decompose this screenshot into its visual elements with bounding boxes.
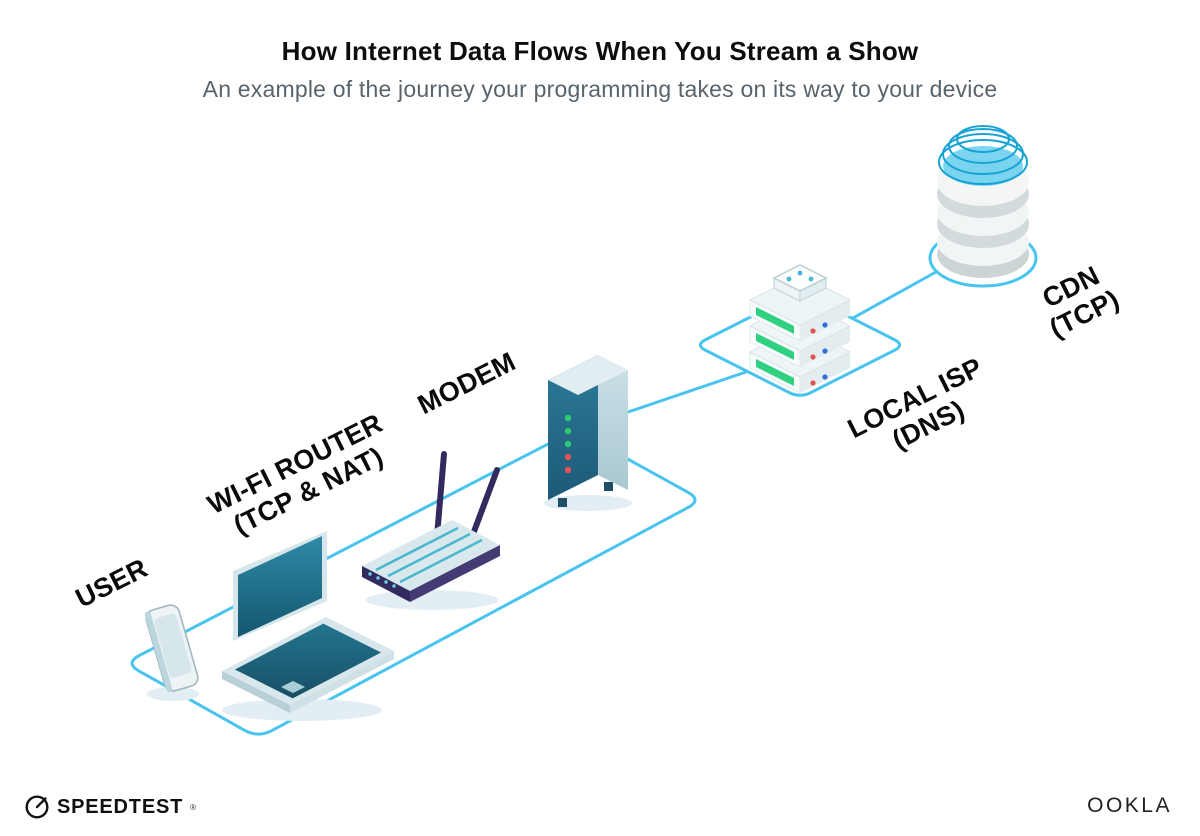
page-title: How Internet Data Flows When You Stream … (281, 36, 919, 66)
smartphone-icon (144, 604, 199, 693)
speedtest-logo: SPEEDTEST ® (24, 794, 196, 820)
page-subtitle: An example of the journey your programmi… (202, 76, 998, 102)
speedtest-trademark: ® (190, 802, 197, 812)
connector-line-isp-cdn (851, 270, 938, 320)
laptop-icon (222, 531, 394, 713)
server-stack-icon (748, 264, 852, 394)
speedtest-wordmark: SPEEDTEST (57, 795, 184, 818)
speedtest-gauge-icon (25, 795, 49, 819)
modem-icon (548, 355, 628, 507)
wifi-router-icon (362, 451, 500, 602)
header: How Internet Data Flows When You Stream … (0, 36, 1200, 103)
ookla-wordmark: OOKLA (1087, 794, 1172, 817)
database-cylinder-icon (937, 125, 1029, 278)
ookla-logo: OOKLA (1087, 794, 1172, 818)
